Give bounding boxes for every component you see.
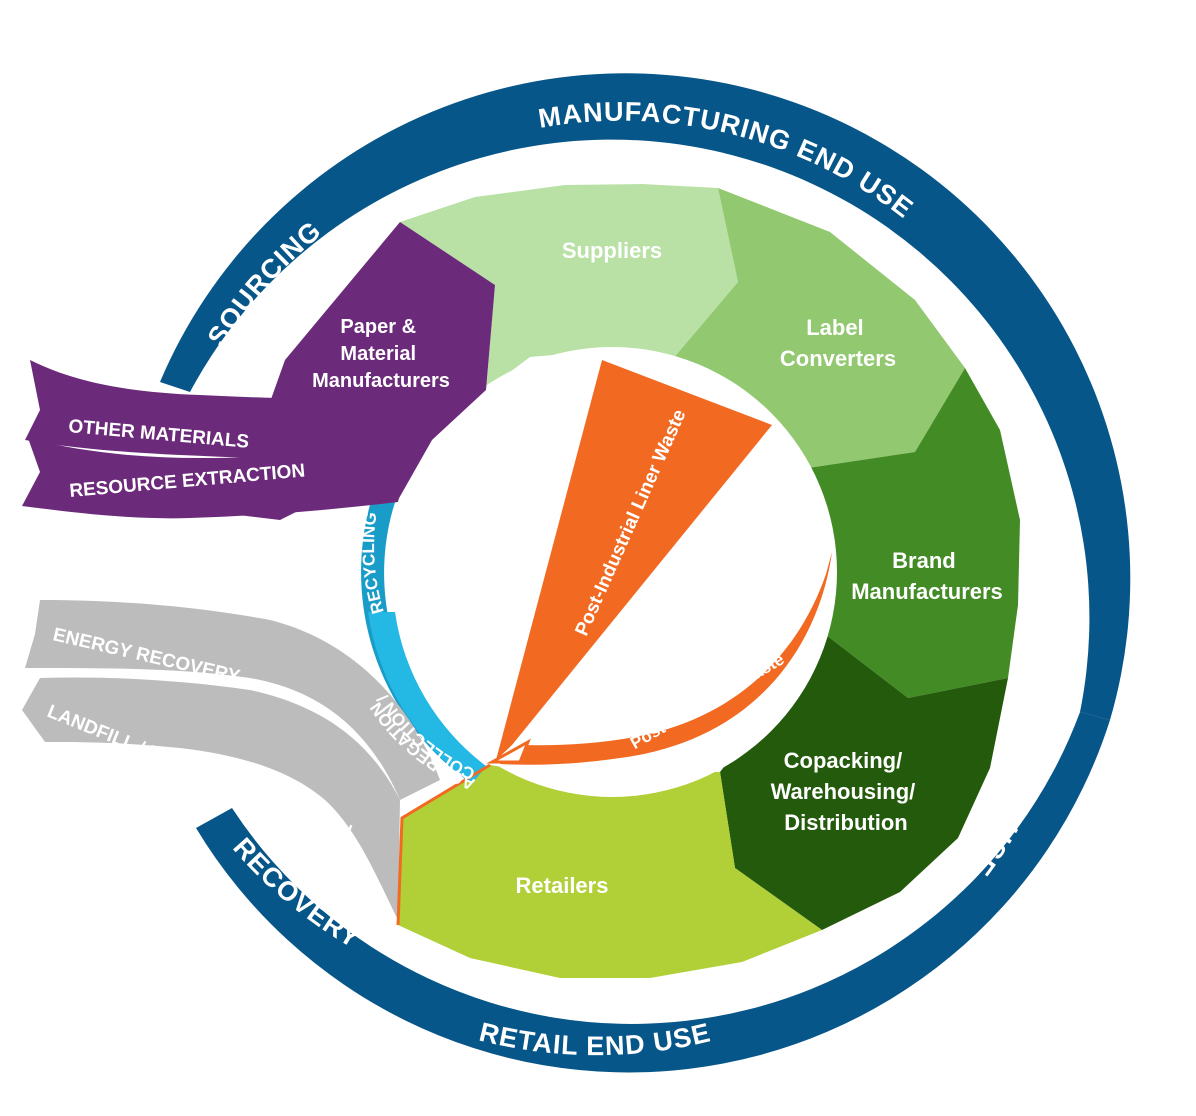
post-industrial-waste [496, 360, 772, 760]
label-paper-material: Paper & Material Manufacturers [312, 316, 450, 392]
label-suppliers: Suppliers [562, 238, 662, 263]
segment-retailers [398, 765, 822, 978]
segment-suppliers [400, 184, 738, 390]
ribbon-resource-extraction [22, 438, 410, 519]
outer-ring [160, 73, 1131, 1073]
retail-waste-line [396, 763, 491, 926]
label-retailers: Retailers [516, 873, 609, 898]
ribbon-other-materials [25, 360, 420, 460]
label-copacking: Copacking/ Warehousing/ Distribution [771, 748, 922, 835]
segment-copacking [720, 635, 1008, 930]
cycle-segments [398, 184, 1020, 978]
collection-arc [368, 612, 486, 784]
outer-ring-lower [196, 712, 1110, 1073]
label-brand-manufacturers: Brand Manufacturers [851, 548, 1003, 604]
ribbon-energy-recovery [25, 600, 440, 800]
ribbon-landfill [22, 677, 400, 920]
segment-brand-manufacturers [808, 368, 1020, 698]
label-label-converters: Label Converters [780, 315, 896, 371]
waste-arrowhead [486, 738, 531, 764]
